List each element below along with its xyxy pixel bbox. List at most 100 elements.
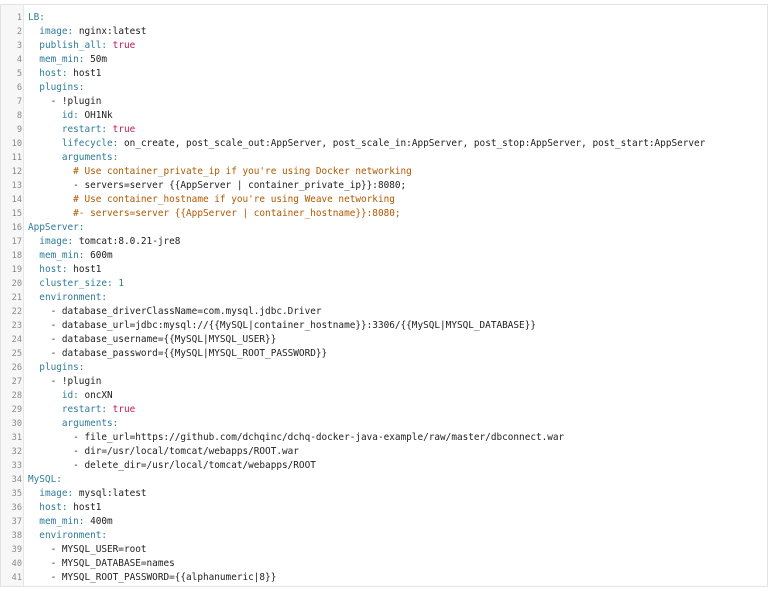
code-line[interactable]: 26 plugins: — [1, 361, 767, 375]
code-line[interactable]: 25 - database_password={{MySQL|MYSQL_ROO… — [1, 347, 767, 361]
indent — [28, 194, 73, 205]
yaml-value: - database_username={{MySQL|MYSQL_USER}} — [50, 334, 277, 345]
line-number: 37 — [11, 517, 22, 527]
code-text: - MYSQL_USER=root — [28, 543, 147, 557]
code-line[interactable]: 19 host: host1 — [1, 263, 767, 277]
yaml-value: host1 — [67, 68, 102, 79]
line-number: 26 — [11, 363, 22, 373]
code-line[interactable]: 6 plugins: — [1, 81, 767, 95]
indent — [28, 348, 51, 359]
code-line[interactable]: 5 host: host1 — [1, 67, 767, 81]
code-line[interactable]: 40 - MYSQL_DATABASE=names — [1, 557, 767, 571]
yaml-value: 400m — [84, 516, 113, 527]
code-line[interactable]: 27 - !plugin — [1, 375, 767, 389]
yaml-key: restart: — [61, 124, 108, 135]
code-line[interactable]: 29 restart: true — [1, 403, 767, 417]
yaml-key: environment: — [39, 530, 108, 541]
code-text: - database_driverClassName=com.mysql.jdb… — [28, 305, 322, 319]
line-number: 22 — [11, 307, 22, 317]
code-line[interactable]: 15 #- servers=server {{AppServer | conta… — [1, 207, 767, 221]
code-line[interactable]: 35 image: mysql:latest — [1, 487, 767, 501]
indent — [28, 82, 39, 93]
yaml-key: environment: — [39, 292, 108, 303]
code-text: restart: true — [28, 123, 135, 137]
code-line[interactable]: 22 - database_driverClassName=com.mysql.… — [1, 305, 767, 319]
line-number: 1 — [16, 13, 22, 23]
code-line[interactable]: 28 id: oncXN — [1, 389, 767, 403]
yaml-key: lifecycle: — [61, 138, 119, 149]
line-number: 41 — [11, 573, 22, 583]
indent — [28, 320, 51, 331]
yaml-key: image: — [39, 236, 74, 247]
code-line[interactable]: 12 # Use container_private_ip if you're … — [1, 165, 767, 179]
code-text: host: host1 — [28, 501, 101, 515]
code-text: id: oncXN — [28, 389, 113, 403]
code-text: # Use container_private_ip if you're usi… — [28, 165, 412, 179]
yaml-key: arguments: — [61, 418, 119, 429]
indent — [28, 124, 62, 135]
code-line[interactable]: 41 - MYSQL_ROOT_PASSWORD={{alphanumeric|… — [1, 571, 767, 585]
code-line[interactable]: 2 image: nginx:latest — [1, 25, 767, 39]
code-line[interactable]: 4 mem_min: 50m — [1, 53, 767, 67]
yaml-value: - servers=server {{AppServer | container… — [73, 180, 407, 191]
yaml-value: - delete_dir=/usr/local/tomcat/webapps/R… — [73, 460, 316, 471]
indent — [28, 264, 39, 275]
code-line[interactable]: 9 restart: true — [1, 123, 767, 137]
code-line[interactable]: 24 - database_username={{MySQL|MYSQL_USE… — [1, 333, 767, 347]
code-line[interactable]: 31 - file_url=https://github.com/dchqinc… — [1, 431, 767, 445]
code-line[interactable]: 37 mem_min: 400m — [1, 515, 767, 529]
code-text: - MYSQL_DATABASE=names — [28, 557, 175, 571]
code-line[interactable]: 17 image: tomcat:8.0.21-jre8 — [1, 235, 767, 249]
indent — [28, 250, 39, 261]
code-line[interactable]: 36 host: host1 — [1, 501, 767, 515]
code-line[interactable]: 10 lifecycle: on_create, post_scale_out:… — [1, 137, 767, 151]
line-number: 2 — [16, 27, 22, 37]
line-number: 8 — [16, 111, 22, 121]
line-number: 10 — [11, 139, 22, 149]
line-number-gutter — [1, 5, 24, 586]
yaml-value: mysql:latest — [73, 488, 147, 499]
code-line[interactable]: 3 publish_all: true — [1, 39, 767, 53]
indent — [28, 390, 62, 401]
indent — [28, 516, 39, 527]
code-line[interactable]: 21 environment: — [1, 291, 767, 305]
line-number: 28 — [11, 391, 22, 401]
line-number: 32 — [11, 447, 22, 457]
code-text: lifecycle: on_create, post_scale_out:App… — [28, 137, 705, 151]
indent — [28, 502, 39, 513]
indent — [28, 488, 39, 499]
line-number: 30 — [11, 419, 22, 429]
code-line[interactable]: 13 - servers=server {{AppServer | contai… — [1, 179, 767, 193]
code-line[interactable]: 11 arguments: — [1, 151, 767, 165]
code-text: - dir=/usr/local/tomcat/webapps/ROOT.war — [28, 445, 299, 459]
code-line[interactable]: 33 - delete_dir=/usr/local/tomcat/webapp… — [1, 459, 767, 473]
yaml-value: host1 — [67, 264, 102, 275]
yaml-key: image: — [39, 488, 74, 499]
code-line[interactable]: 8 id: OH1Nk — [1, 109, 767, 123]
yaml-key: plugins: — [39, 362, 85, 373]
code-line[interactable]: 30 arguments: — [1, 417, 767, 431]
code-line[interactable]: 38 environment: — [1, 529, 767, 543]
line-number: 16 — [11, 223, 22, 233]
line-number: 39 — [11, 545, 22, 555]
yaml-key: mem_min: — [39, 54, 85, 65]
code-line[interactable]: 23 - database_url=jdbc:mysql://{{MySQL|c… — [1, 319, 767, 333]
indent — [28, 446, 73, 457]
code-line[interactable]: 20 cluster_size: 1 — [1, 277, 767, 291]
code-text: host: host1 — [28, 263, 101, 277]
indent — [28, 96, 51, 107]
code-line[interactable]: 32 - dir=/usr/local/tomcat/webapps/ROOT.… — [1, 445, 767, 459]
code-line[interactable]: 7 - !plugin — [1, 95, 767, 109]
code-line[interactable]: 39 - MYSQL_USER=root — [1, 543, 767, 557]
indent — [28, 110, 62, 121]
yaml-comment: # Use container_private_ip if you're usi… — [73, 166, 412, 177]
code-text: - !plugin — [28, 375, 102, 389]
code-line[interactable]: 18 mem_min: 600m — [1, 249, 767, 263]
code-line[interactable]: 14 # Use container_hostname if you're us… — [1, 193, 767, 207]
yaml-comment: #- servers=server {{AppServer | containe… — [73, 208, 401, 219]
